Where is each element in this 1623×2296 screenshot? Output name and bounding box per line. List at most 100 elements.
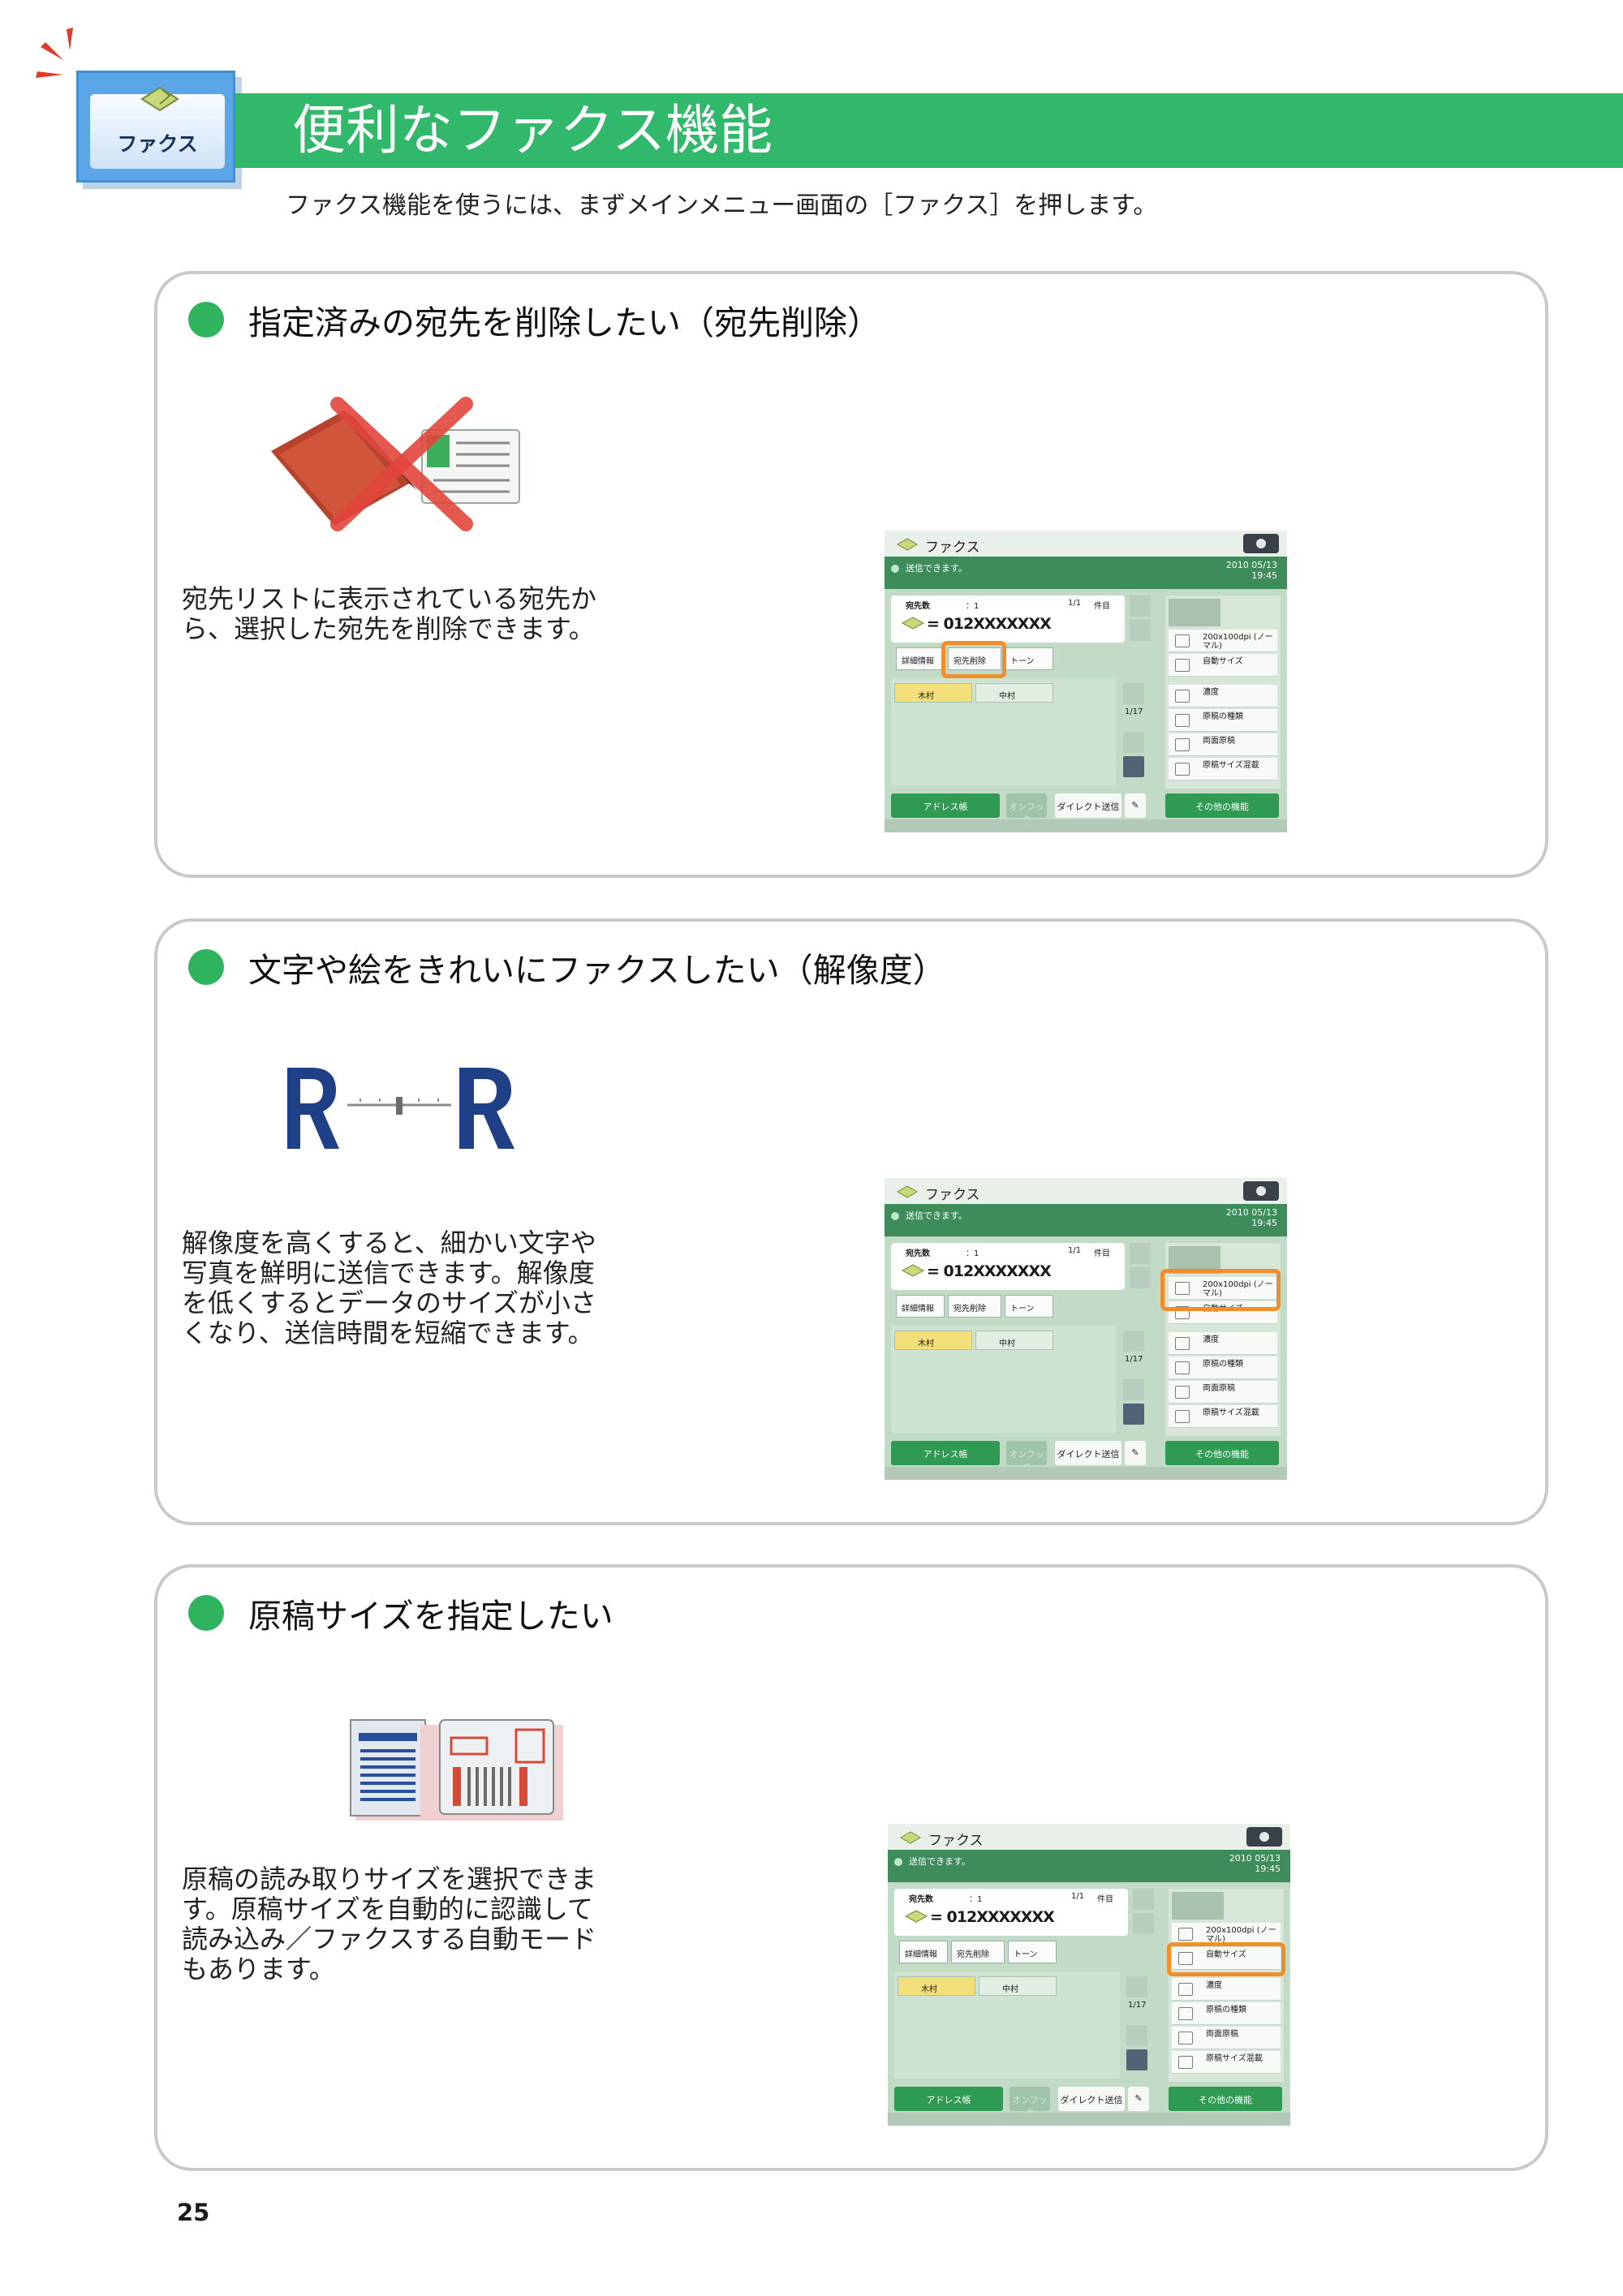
density-option[interactable]: 濃度 — [1169, 1332, 1277, 1355]
tone-button[interactable]: トーン — [1008, 1941, 1057, 1963]
size-option[interactable]: 自動サイズ — [1169, 1301, 1277, 1324]
duplex-label: 両面原稿 — [1203, 737, 1235, 746]
screen-footer — [888, 2113, 1290, 2126]
destination-panel: 宛先数 ：1 1/1 件目 = 012XXXXXXX — [894, 1889, 1128, 1936]
address-book-button[interactable]: アドレス帳 — [891, 793, 1000, 818]
menu-icon — [1259, 1832, 1269, 1842]
density-icon — [1175, 690, 1190, 703]
density-option[interactable]: 濃度 — [1172, 1978, 1281, 2001]
destination-panel: 宛先数 ：1 1/1 件目 = 012XXXXXXX — [891, 595, 1125, 643]
edit-icon[interactable]: ✎ — [1125, 1441, 1146, 1465]
section-heading: 原稿サイズを指定したい — [188, 1589, 613, 1637]
destination-page: 1/1 — [1068, 599, 1082, 608]
screen-footer — [885, 1467, 1287, 1480]
edit-icon[interactable]: ✎ — [1128, 2087, 1149, 2111]
type-option[interactable]: 原稿の種類 — [1169, 709, 1277, 732]
mixed-size-option[interactable]: 原稿サイズ混載 — [1169, 1405, 1277, 1428]
type-label: 原稿の種類 — [1206, 2006, 1246, 2014]
on-hook-button[interactable]: オンフック — [1006, 793, 1047, 825]
list-down-button[interactable] — [1123, 756, 1144, 777]
other-functions-button[interactable]: その他の機能 — [1165, 793, 1279, 818]
duplex-icon — [1175, 1386, 1190, 1399]
delete-destination-button[interactable]: 宛先削除 — [951, 1941, 1005, 1963]
direct-send-button[interactable]: ダイレクト送信 — [1055, 793, 1121, 818]
duplex-option[interactable]: 両面原稿 — [1169, 1381, 1277, 1404]
mixed-size-option[interactable]: 原稿サイズ混載 — [1172, 2051, 1281, 2074]
mixed-size-label: 原稿サイズ混載 — [1203, 1408, 1259, 1417]
tone-button[interactable]: トーン — [1005, 1295, 1053, 1318]
detail-info-button[interactable]: 詳細情報 — [899, 1941, 948, 1963]
main-menu-button[interactable] — [1243, 1181, 1279, 1201]
address-book-button[interactable]: アドレス帳 — [891, 1441, 1000, 1465]
scroll-down-button[interactable] — [1130, 620, 1151, 641]
list-page: 1/17 — [1128, 2001, 1147, 2010]
size-label: 自動サイズ — [1206, 1950, 1246, 1959]
resolution-option[interactable]: 200x100dpi (ノーマル) — [1169, 630, 1277, 652]
list-icon-button[interactable] — [1123, 1331, 1144, 1352]
list-item[interactable]: 中村 — [975, 683, 1053, 703]
list-item[interactable]: 中村 — [975, 1331, 1053, 1350]
main-menu-button[interactable] — [1246, 1827, 1282, 1847]
edit-icon[interactable]: ✎ — [1125, 793, 1146, 818]
fax-tab-label: ファクス — [117, 132, 198, 156]
detail-info-button[interactable]: 詳細情報 — [896, 647, 945, 670]
screen-title: ファクス — [925, 1187, 980, 1203]
destination-count: ：1 — [966, 602, 979, 611]
list-item[interactable]: 木村 — [894, 683, 972, 703]
type-option[interactable]: 原稿の種類 — [1172, 2002, 1281, 2025]
scroll-up-button[interactable] — [1130, 595, 1151, 617]
direct-send-button[interactable]: ダイレクト送信 — [1055, 1441, 1121, 1465]
resolution-icon — [1175, 634, 1190, 647]
list-item[interactable]: 中村 — [979, 1976, 1057, 1996]
scroll-down-button[interactable] — [1133, 1913, 1154, 1934]
list-icon-button[interactable] — [1126, 1976, 1147, 1997]
density-label: 濃度 — [1206, 1981, 1222, 1990]
on-hook-button[interactable]: オンフック — [1010, 2087, 1050, 2118]
fax-icon — [900, 1831, 921, 1844]
size-option[interactable]: 自動サイズ — [1172, 1947, 1281, 1970]
other-functions-button[interactable]: その他の機能 — [1169, 2087, 1282, 2111]
list-up-button[interactable] — [1123, 732, 1144, 753]
list-page: 1/17 — [1125, 1355, 1143, 1364]
delete-destination-button[interactable]: 宛先削除 — [948, 1295, 1001, 1318]
list-item[interactable]: 木村 — [894, 1331, 972, 1350]
list-icon-button[interactable] — [1123, 683, 1144, 704]
detail-info-button[interactable]: 詳細情報 — [896, 1295, 945, 1318]
main-menu-button[interactable] — [1243, 534, 1279, 553]
size-option[interactable]: 自動サイズ — [1169, 654, 1277, 677]
list-down-button[interactable] — [1126, 2049, 1147, 2070]
tone-button[interactable]: トーン — [1005, 647, 1053, 670]
density-icon — [1175, 1337, 1190, 1350]
mixed-size-icon — [1175, 1410, 1190, 1423]
delete-destination-button[interactable]: 宛先削除 — [948, 647, 1001, 670]
scroll-up-button[interactable] — [1133, 1889, 1154, 1910]
mixed-size-option[interactable]: 原稿サイズ混載 — [1169, 758, 1277, 780]
mixed-size-icon — [1175, 763, 1190, 776]
list-up-button[interactable] — [1123, 1379, 1144, 1400]
section-title: 指定済みの宛先を削除したい（宛先削除） — [248, 303, 880, 342]
density-option[interactable]: 濃度 — [1169, 685, 1277, 707]
fax-icon — [897, 538, 918, 551]
duplex-option[interactable]: 両面原稿 — [1169, 733, 1277, 756]
on-hook-button[interactable]: オンフック — [1006, 1441, 1047, 1473]
original-size-illustration-icon — [350, 1719, 563, 1821]
destination-count-label: 宛先数 — [906, 602, 930, 611]
type-icon — [1178, 2007, 1193, 2020]
list-down-button[interactable] — [1123, 1404, 1144, 1425]
size-icon — [1175, 1306, 1190, 1319]
scroll-up-button[interactable] — [1130, 1243, 1151, 1264]
fax-icon — [897, 1185, 918, 1198]
duplex-option[interactable]: 両面原稿 — [1172, 2027, 1281, 2049]
other-functions-button[interactable]: その他の機能 — [1165, 1441, 1279, 1465]
resolution-option[interactable]: 200x100dpi (ノーマル) — [1169, 1277, 1277, 1300]
direct-send-button[interactable]: ダイレクト送信 — [1058, 2087, 1125, 2111]
list-item[interactable]: 木村 — [898, 1976, 975, 1996]
address-book-button[interactable]: アドレス帳 — [894, 2087, 1003, 2111]
list-up-button[interactable] — [1126, 2025, 1147, 2046]
title-bar: 便利なファクス機能 — [235, 93, 1623, 168]
type-option[interactable]: 原稿の種類 — [1169, 1357, 1277, 1379]
scroll-down-button[interactable] — [1130, 1267, 1151, 1288]
